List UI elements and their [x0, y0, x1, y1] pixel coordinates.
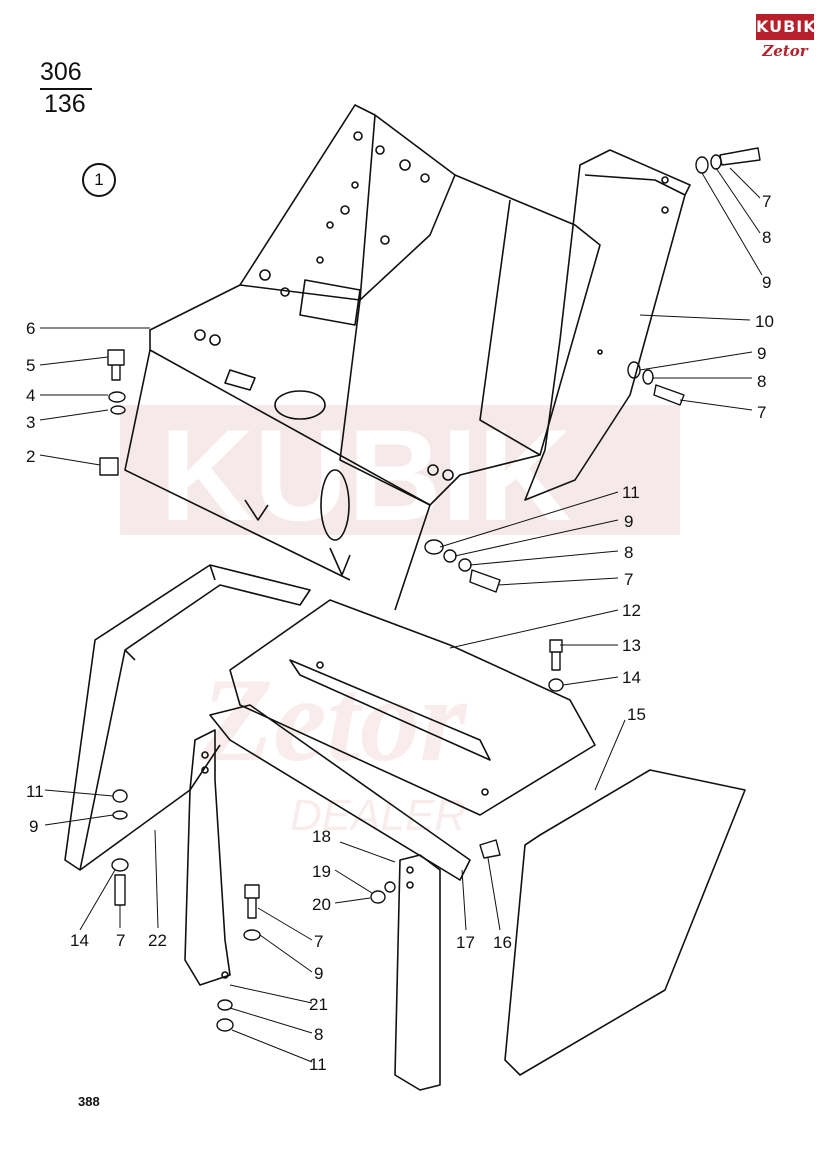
callout-4: 4: [26, 386, 35, 405]
callout-8: 8: [757, 372, 766, 391]
part-10-side-panel: [524, 149, 691, 501]
callout-7: 7: [116, 931, 125, 950]
callout-9: 9: [624, 512, 633, 531]
watermark-zetor: Zetor: [199, 653, 468, 786]
callout-11: 11: [622, 483, 640, 502]
part-12-top-cover: [229, 599, 596, 816]
fasteners: [99, 147, 761, 1032]
kubik-zetor-logo: KUBIK Zetor: [756, 14, 816, 66]
callout-7: 7: [762, 192, 771, 211]
callout-14: 14: [622, 668, 641, 687]
callout-8: 8: [624, 543, 633, 562]
callout-12: 12: [622, 601, 641, 620]
fraction-bar: [40, 88, 92, 90]
callout-9: 9: [762, 273, 771, 292]
watermark-brand: KUBIK: [160, 402, 572, 548]
callout-11: 11: [26, 782, 44, 801]
page-fraction-top: 306: [40, 58, 82, 86]
callout-19: 19: [312, 862, 331, 881]
logo-brand-top: KUBIK: [756, 14, 816, 40]
page-fraction-bottom: 136: [44, 90, 86, 118]
callout-9: 9: [314, 964, 323, 983]
figure-number-circle: 1: [82, 163, 116, 197]
callout-22: 22: [148, 931, 167, 950]
callout-7: 7: [624, 570, 633, 589]
callout-8: 8: [762, 228, 771, 247]
callout-10: 10: [755, 312, 774, 331]
callout-11: 11: [309, 1055, 327, 1074]
callout-16: 16: [493, 933, 512, 952]
callout-15: 15: [627, 705, 646, 724]
watermark-dealer: DEALER: [290, 791, 466, 840]
page-number: 388: [78, 1094, 100, 1109]
callout-14: 14: [70, 931, 89, 950]
callout-21: 21: [309, 995, 328, 1014]
callout-13: 13: [622, 636, 641, 655]
part-6-dash-housing: [124, 104, 601, 611]
part-18-front-leg: [394, 854, 441, 1091]
callout-6: 6: [26, 319, 35, 338]
callout-20: 20: [312, 895, 331, 914]
callout-7: 7: [314, 932, 323, 951]
part-15-right-panel: [504, 769, 746, 1076]
logo-brand-bottom: Zetor: [762, 42, 808, 60]
callout-3: 3: [26, 413, 35, 432]
callout-18: 18: [312, 827, 331, 846]
callout-5: 5: [26, 356, 35, 375]
callout-7: 7: [757, 403, 766, 422]
callout-9: 9: [757, 344, 766, 363]
callout-9: 9: [29, 817, 38, 836]
callout-2: 2: [26, 447, 35, 466]
part-21-front-support: [184, 704, 471, 986]
watermark: KUBIK Zetor DEALER: [120, 402, 680, 840]
callout-labels: 7 8 9 10 9 8 7 6 5 4 3 2 11 9 8 7 12 13 …: [26, 192, 774, 1074]
callout-8: 8: [314, 1025, 323, 1044]
leader-lines: [39, 167, 763, 1063]
callout-17: 17: [456, 933, 475, 952]
